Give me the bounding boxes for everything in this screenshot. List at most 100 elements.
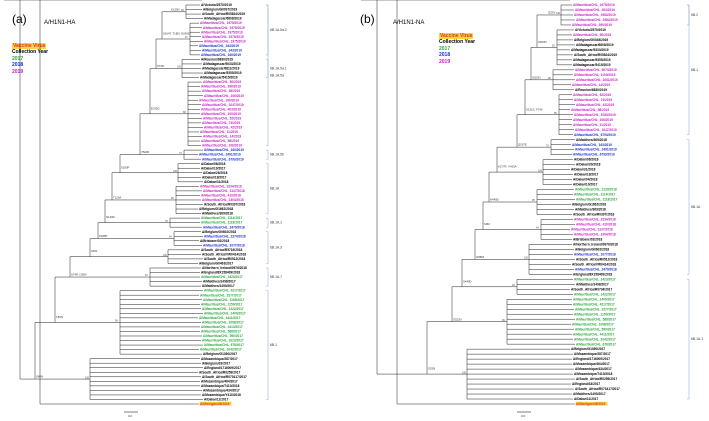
phylogenetic-tree-na: A/Mauritius/CHL_1975/2019A/Mauritius/CHL… (361, 0, 703, 418)
mutation-label: E235G (151, 106, 160, 110)
tip-label: A/Mauritius/CHL_28/2019 (202, 89, 240, 93)
tip-label: A/Mauritius/CHL_106/2019 (573, 118, 613, 122)
clade-label: 6B.2 (691, 13, 698, 17)
tip-label: A/Mozambique/464/2017 (201, 379, 238, 383)
panel-title: A/H1N1-HA (44, 20, 76, 26)
tip-label: A/Mauritius/CHL_1118/2017 (201, 221, 243, 225)
clade-label: 6B.1 (270, 343, 277, 347)
tip-label: A/Mauritius/CHL_3234/2018 (574, 218, 616, 222)
clade-bracket (687, 279, 690, 400)
tip-label: A/Mauritius/CHL_1975/2019 (201, 30, 243, 34)
tip-label: A/Maldives/1498/2017 (203, 280, 236, 284)
clade-bracket (266, 149, 269, 160)
tip-label: A/Mauritius/CHL_3234/2018 (200, 184, 242, 188)
tip-label: A/Mauritius/CHL_1047/2019 (202, 103, 244, 107)
legend-year-2019: 2019 (12, 68, 24, 75)
legend-vaccine: Vaccine Virus (12, 43, 47, 49)
tip-label: A/Michigan/45/2015 (200, 402, 230, 406)
bootstrap-value: 99 (181, 9, 184, 12)
tip-label: A/Mauritius/CHL_42/2019 (204, 126, 242, 130)
tip-label: A/Dakar/11/2017 (574, 397, 599, 401)
tip-label: A/Mauritius/CHL_6793/2019 (202, 157, 244, 161)
tip-label: A/Mauritius/CHL_2479/2018 (575, 267, 617, 271)
tip-label: A/Mauritius/CHL_4411/2017 (199, 316, 241, 320)
tip-label: A/Mauritius/CHL_1422/2017 (574, 292, 616, 296)
mutation-label: S113K (378, 0, 386, 1)
legend-collection-year: Collection Year (439, 39, 476, 46)
mutation-label: K277R, V433A (498, 165, 517, 169)
tip-label: A/Mauritius/CHL_106/2019 (204, 94, 244, 98)
clade-label: 6B.1A.5b (270, 153, 284, 157)
tip-label: A/Mozambique/287/2017 (574, 352, 611, 356)
legend-year-2018: 2018 (439, 52, 451, 59)
tip-label: A/Mauritius/CHL_100/2019 (201, 112, 241, 116)
tip-label: A/Mauritius/CHL_1422/2017 (202, 307, 244, 311)
clade-label: 6B.1A.5a.1 (270, 66, 287, 70)
tip-label: A/Belgium/G0602/2018 (202, 230, 236, 234)
tip-label: A/Belgium/G0037/2019 (203, 8, 237, 12)
tip-label: A/Mauritius/CHL_6793/2019 (574, 133, 616, 137)
tip-label: A/Madagascar/5355/2019 (204, 71, 242, 75)
tip-label: A/Dakar/31/2018 (204, 180, 229, 184)
bootstrap-value: 95 (532, 199, 535, 202)
tip-label: A/South_Africa/R0397/2018 (573, 213, 615, 217)
panel-title: A/H1N1-NA (393, 20, 425, 26)
mutation-label: S451 (91, 249, 98, 253)
clade-label: 6B.1A (691, 205, 701, 209)
tip-label: A/Mauritius/CHL_588/2017 (201, 330, 241, 334)
mutation-label: I188M (476, 255, 484, 259)
mutation-label: K130N (171, 7, 180, 11)
tip-label: A/Mauritius/CHL_1042/2017 (574, 337, 616, 341)
tip-label: A/Mauritius/CHL_2479/2018 (203, 225, 245, 229)
tip-label: A/Maldives/369/2018 (575, 208, 606, 212)
tip-label: A/Mauritius/CHL_4413/2017 (201, 325, 243, 329)
tip-label: A/Mauritius/CHL_2983/2019 (576, 18, 618, 22)
clade-bracket (687, 4, 690, 26)
clade-bracket (266, 59, 269, 78)
tip-label: A/South_Africa/R0259/2017 (199, 370, 241, 374)
tip-label: A/Mauritius/CHL_1423/2017 (201, 275, 243, 279)
clade-bracket (266, 4, 269, 56)
phylogenetic-tree-ha: A/Victoria/2570/2019A/Belgium/G0037/2019… (4, 0, 287, 418)
clade-label: 6B.1A (270, 187, 280, 191)
tip-label: A/Mauritius/CHL_1098/2017 (202, 320, 244, 324)
tip-label: A/Mauritius/CHL_106/2019 (202, 144, 242, 148)
mutation-label: N129D (106, 215, 115, 219)
tip-label: A/Dakar/06/2018 (201, 162, 226, 166)
tip-label: A/Mauritius/CHL_403/2019 (575, 8, 615, 12)
tip-label: A/Mauritius/CHL_2491/2019 (199, 153, 241, 157)
mutation-label: I321V (21, 0, 28, 1)
bootstrap-value: 100 (538, 169, 543, 172)
bootstrap-value: 100 (177, 66, 182, 69)
tree-panel-a: (a) A/H1N1-HA Vaccine Virus Collection Y… (4, 0, 287, 418)
clade-bracket (687, 4, 690, 135)
tip-label: A/South_Africa/VW0414/2018 (202, 252, 246, 256)
bootstrap-value: 100 (35, 0, 40, 1)
mutation-label: S164T, T185I, N260D (163, 32, 190, 36)
mutation-label: S453N (538, 40, 547, 44)
tip-label: A/South_Africa/R0397/2018 (204, 203, 246, 207)
tip-label: A/South_Africa/R0512/2018 (576, 257, 618, 261)
tip-label: A/Mauritius/CHL_58/2019 (571, 108, 609, 112)
legend-year-2019: 2019 (439, 58, 451, 65)
tip-label: A/Dakar/10/2017 (573, 183, 598, 187)
tip-label: A/Northern_Ireland/0976/2018 (202, 266, 247, 270)
tip-label: A/South_Africa/R5716/2018 (201, 248, 243, 252)
tip-label: A/South_Africa/R073417/2017 (575, 387, 620, 391)
tip-label: A/Mauritius/CHL_588/2017 (576, 317, 616, 321)
tip-label: A/Maldives/369/2018 (576, 138, 607, 142)
tip-label: A/Mauritius/CHL_340/2019 (201, 53, 241, 57)
bootstrap-value: 93 (512, 284, 515, 287)
tip-label: A/Belgium/G1390/2017 (203, 352, 237, 356)
bootstrap-value: 100 (392, 0, 397, 1)
tip-label: A/Madagascar/5333/2019 (571, 48, 609, 52)
tip-label: A/Mozambique/7410/2018 (574, 372, 613, 376)
tip-label: A/Michigan/45/2015 (576, 402, 606, 406)
mutation-label: S186A (21, 0, 30, 1)
bootstrap-value: 88 (183, 111, 186, 114)
legend: Vaccine Virus Collection Year 2017 2018 … (439, 33, 475, 65)
tree-panel-b: (b) A/H1N1-NA Vaccine Virus Collection Y… (357, 0, 709, 421)
tip-label: A/England/8X158409/2018 (201, 271, 240, 275)
tip-label: A/South_Africa/R05824/2019 (574, 53, 617, 57)
tip-label: A/Mauritius/CHL_52/2019 (573, 93, 611, 97)
